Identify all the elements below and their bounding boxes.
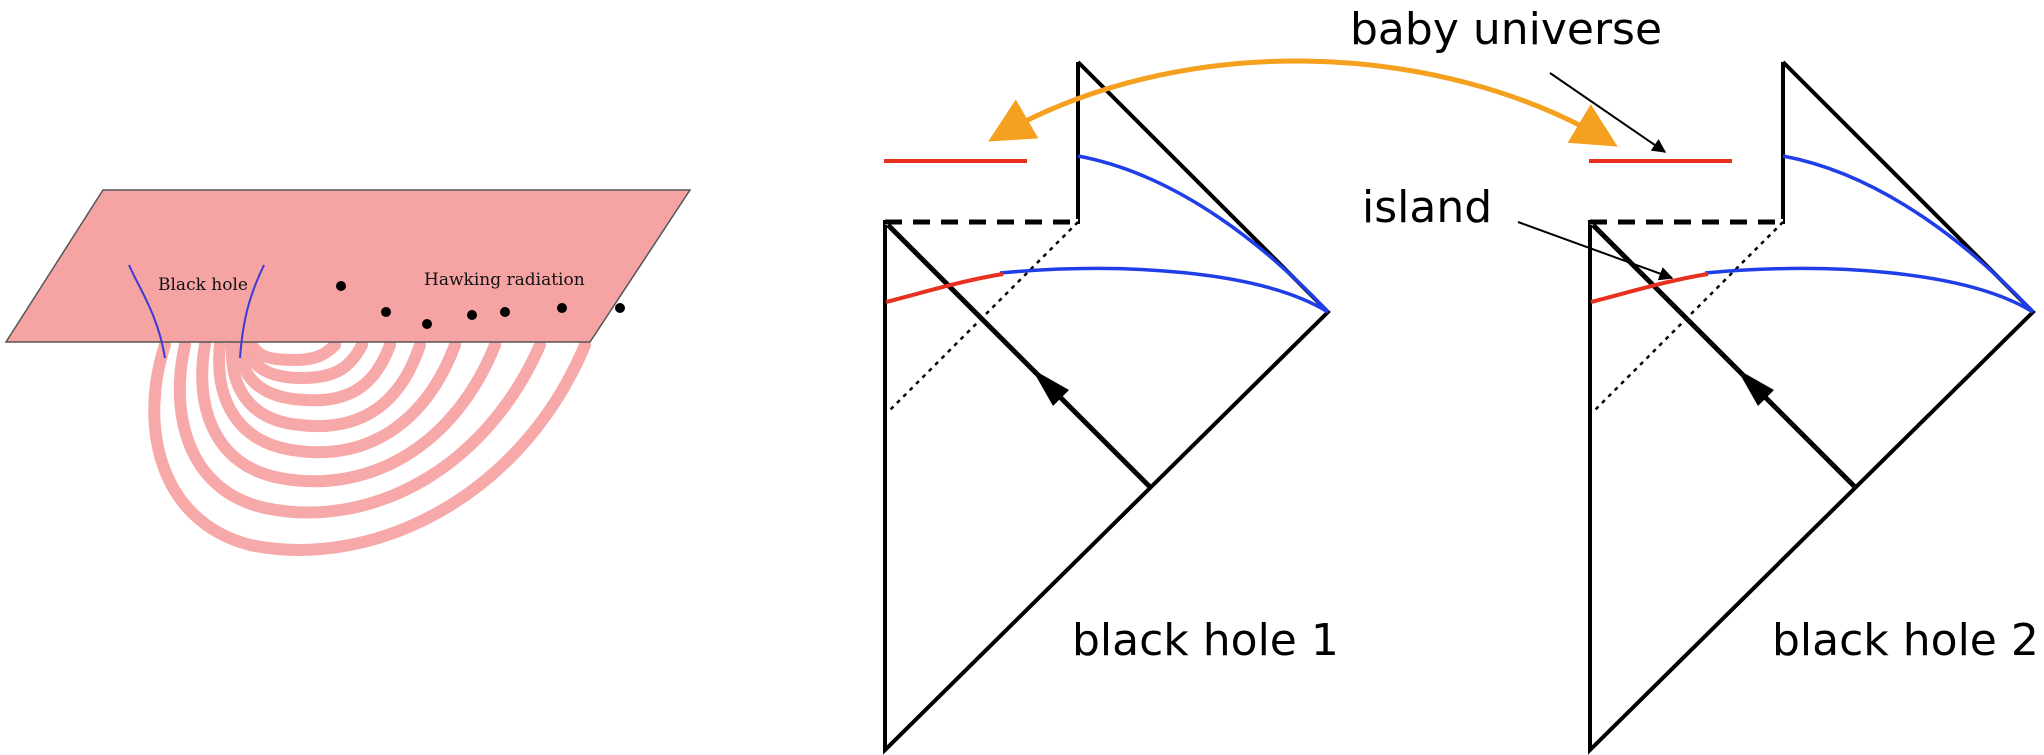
island-segment xyxy=(885,272,1004,304)
spacetime-sheet xyxy=(4,189,692,343)
annotations: baby universe island xyxy=(988,4,1674,281)
horizon-curve-left xyxy=(128,264,166,359)
island-segment xyxy=(1590,272,1709,304)
radiation-dot xyxy=(557,303,567,313)
radiation-dot xyxy=(615,303,625,313)
radiation-dot xyxy=(500,307,510,317)
diagram-label: black hole 2 xyxy=(1772,615,2039,666)
island-pointer xyxy=(1517,221,1674,281)
cauchy-surface-upper xyxy=(1782,154,2035,314)
island-label: island xyxy=(1362,182,1492,233)
radiation-dot xyxy=(381,307,391,317)
black-hole-label: Black hole xyxy=(158,275,248,295)
baby-universe-exchange-arrow xyxy=(988,58,1618,147)
replica-wormhole-panel: Black hole Hawking radiation xyxy=(4,189,692,556)
cauchy-surface-lower xyxy=(1704,266,2034,314)
wormhole-tubes xyxy=(148,339,591,556)
infall-arrowhead xyxy=(1032,369,1069,406)
radiation-dot xyxy=(336,281,346,291)
cauchy-surface-lower xyxy=(999,266,1329,314)
penrose-diagram-1: black hole 1 xyxy=(883,60,1339,755)
infalling-line xyxy=(1591,223,1857,489)
hawking-radiation-label: Hawking radiation xyxy=(424,270,585,290)
baby-universe-label: baby universe xyxy=(1350,4,1662,55)
cauchy-surface-upper xyxy=(1077,154,1330,314)
diagram-label: black hole 1 xyxy=(1072,615,1339,666)
horizon-curve-right xyxy=(239,264,265,359)
baby-universe-pointer xyxy=(1549,72,1667,153)
radiation-dots xyxy=(336,281,625,329)
radiation-dot xyxy=(422,319,432,329)
penrose-diagram-2: black hole 2 xyxy=(1588,60,2039,755)
infall-arrowhead xyxy=(1737,369,1774,406)
radiation-dot xyxy=(467,310,477,320)
infalling-line xyxy=(886,223,1152,489)
